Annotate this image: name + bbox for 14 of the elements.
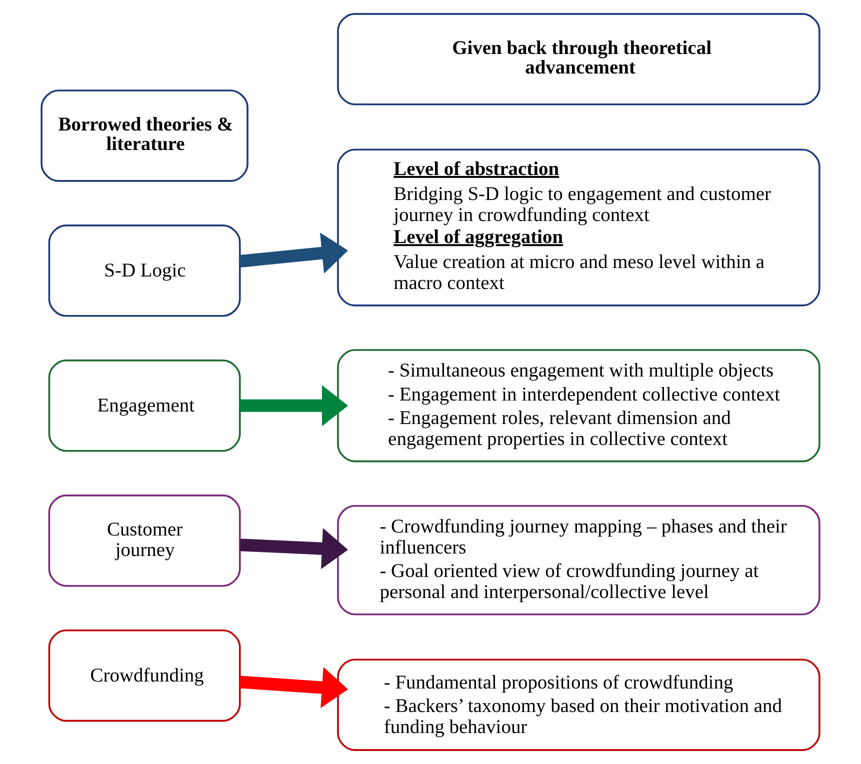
arrow: [240, 528, 348, 570]
node-box: S-D Logic: [48, 224, 241, 317]
arrow: [240, 667, 348, 708]
node-box: Engagement: [48, 360, 241, 452]
node-box: Borrowed theories & literature: [40, 90, 248, 182]
node-box: Level of abstraction Bridging S-D logic to engagement and customer journey in crowdfunding context Level of aggregation Value creation at micro and meso level within a macro context: [337, 148, 820, 306]
arrow: [239, 232, 348, 274]
node-box: - Crowdfunding journey mapping – phases and their influencers - Goal oriented view of crowdfunding journey at personal and interpersonal/collective level: [337, 504, 820, 616]
node-box: Given back through theoretical advancement: [337, 13, 820, 106]
node-box: Customer journey: [48, 494, 241, 587]
arrow: [240, 385, 348, 426]
node-box: - Simultaneous engagement with multiple objects - Engagement in interdependent collective context - Engagement roles, relevant dimension and engagement properties in collective context: [337, 349, 820, 462]
node-box: - Fundamental propositions of crowdfunding - Backers’ taxonomy based on their motivation and funding behaviour: [337, 658, 820, 751]
node-box: Crowdfunding: [48, 629, 241, 722]
